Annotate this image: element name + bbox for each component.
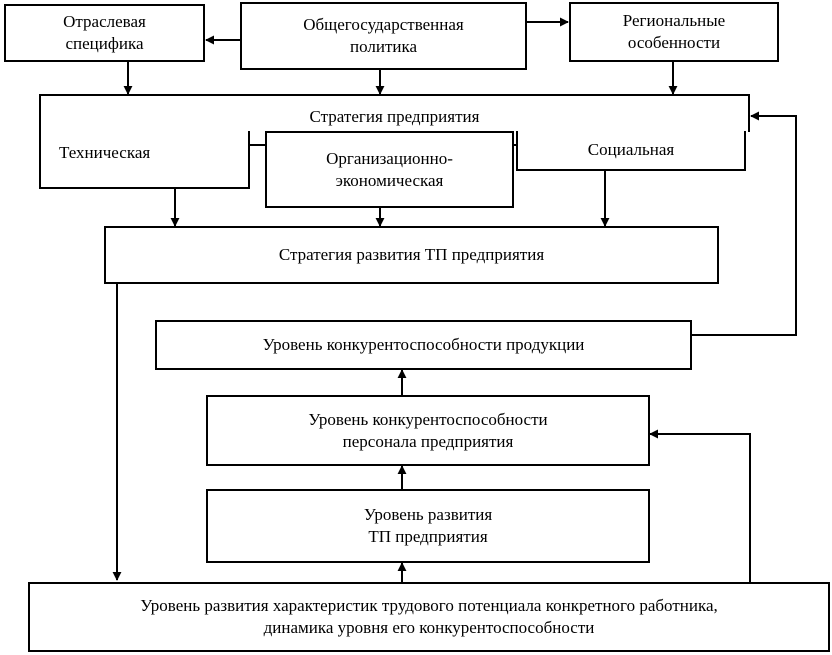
- lp-development-level-box: Уровень развития ТП предприятия: [206, 489, 650, 563]
- social-strategy-box: Социальная: [516, 131, 746, 171]
- product-competitiveness-box: Уровень конкурентоспособности продукции: [155, 320, 692, 370]
- worker-characteristics-label: Уровень развития характеристик трудового…: [140, 596, 718, 637]
- state-policy-label: Общегосударственная политика: [303, 15, 464, 56]
- lp-development-strategy-label: Стратегия развития ТП предприятия: [278, 245, 545, 264]
- enterprise-strategy-box: [39, 94, 750, 132]
- lp-development-strategy-box: Стратегия развития ТП предприятия: [104, 226, 719, 284]
- social-strategy-label: Социальная: [587, 140, 675, 159]
- industry-specifics-box: Отраслевая специфика: [4, 4, 205, 62]
- personnel-competitiveness-label: Уровень конкурентоспособности персонала …: [308, 409, 548, 451]
- arrow-worker-to-personnel: [649, 429, 751, 582]
- lp-development-level-label: Уровень развития ТП предприятия: [363, 505, 493, 546]
- org-economic-strategy-box: Организационно- экономическая: [265, 131, 514, 208]
- org-economic-strategy-label: Организационно- экономическая: [326, 148, 453, 190]
- industry-specifics-label: Отраслевая специфика: [63, 12, 146, 53]
- strategy-divider: [513, 144, 517, 146]
- personnel-competitiveness-box: Уровень конкурентоспособности персонала …: [206, 395, 650, 466]
- regional-features-label: Региональные особенности: [622, 11, 726, 52]
- technical-strategy-label: Техническая: [59, 143, 151, 162]
- state-policy-box: Общегосударственная политика: [240, 2, 527, 70]
- arrow-product-to-strategy: [692, 111, 797, 336]
- strategy-divider: [249, 144, 265, 146]
- product-competitiveness-label: Уровень конкурентоспособности продукции: [262, 335, 585, 354]
- regional-features-box: Региональные особенности: [569, 2, 779, 62]
- worker-characteristics-box: Уровень развития характеристик трудового…: [28, 582, 830, 652]
- enterprise-strategy-title: Стратегия предприятия: [309, 107, 480, 126]
- technical-strategy-box: Техническая: [39, 131, 250, 189]
